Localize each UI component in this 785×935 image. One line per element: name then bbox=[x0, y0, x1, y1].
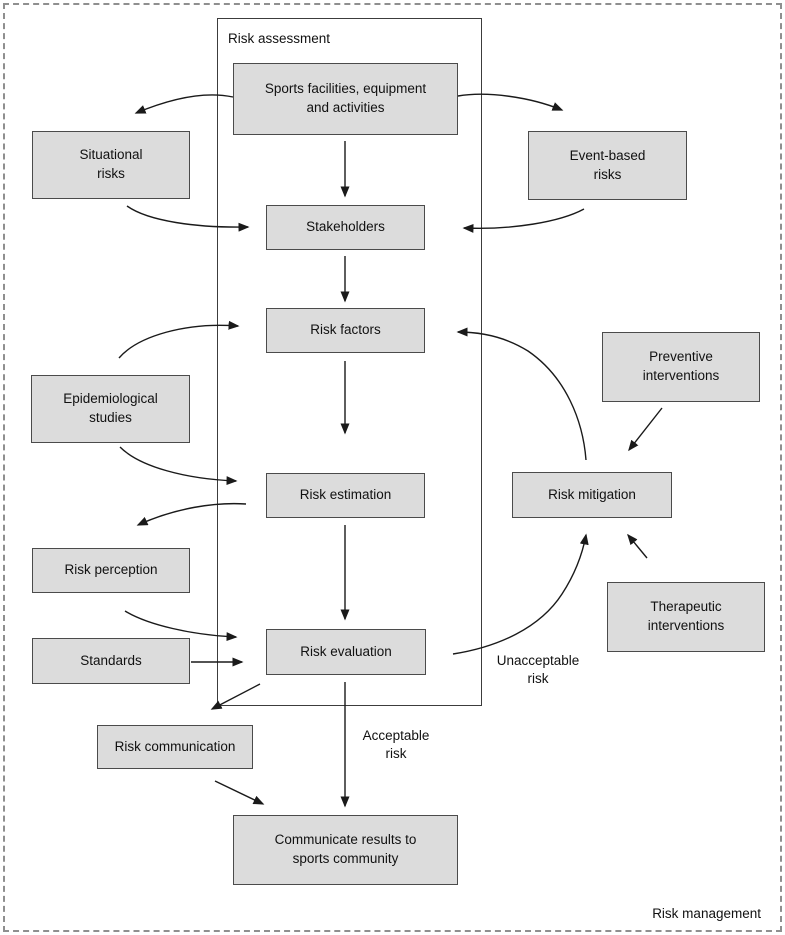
arrow-situational-to-stakeholders bbox=[126, 205, 250, 232]
arrow-risk-evaluation-unacceptable-to-mitigation bbox=[452, 533, 589, 655]
arrow-risk-estimation-to-risk-perception bbox=[136, 502, 247, 526]
arrow-sports-to-situational bbox=[134, 94, 234, 114]
risk-assessment-boundary bbox=[217, 18, 482, 706]
node-communicate-results: Communicate results to sports community bbox=[233, 815, 458, 885]
node-risk-mitigation: Risk mitigation bbox=[512, 472, 672, 518]
arrow-epidemiological-to-risk-factors bbox=[118, 320, 240, 359]
node-risk-estimation: Risk estimation bbox=[266, 473, 425, 518]
node-preventive-interventions: Preventive interventions bbox=[602, 332, 760, 402]
risk-management-label: Risk management bbox=[652, 906, 761, 921]
arrow-risk-evaluation-to-risk-communication bbox=[210, 683, 261, 710]
node-risk-factors: Risk factors bbox=[266, 308, 425, 353]
arrow-event-based-to-stakeholders bbox=[462, 208, 585, 233]
arrow-epidemiological-to-risk-estimation bbox=[119, 446, 238, 486]
node-situational-risks: Situational risks bbox=[32, 131, 190, 199]
node-stakeholders: Stakeholders bbox=[266, 205, 425, 250]
node-risk-evaluation: Risk evaluation bbox=[266, 629, 426, 675]
arrow-sports-to-event-based bbox=[457, 93, 564, 111]
arrow-therapeutic-to-risk-mitigation bbox=[627, 533, 648, 559]
node-event-based-risks: Event-based risks bbox=[528, 131, 687, 200]
arrow-risk-mitigation-to-risk-factors bbox=[456, 327, 587, 461]
acceptable-risk-label: Acceptable risk bbox=[362, 728, 430, 761]
node-standards: Standards bbox=[32, 638, 190, 684]
arrow-risk-communication-to-communicate bbox=[214, 780, 265, 805]
node-risk-perception: Risk perception bbox=[32, 548, 190, 593]
risk-assessment-label: Risk assessment bbox=[228, 31, 331, 46]
arrow-preventive-to-risk-mitigation bbox=[628, 407, 663, 452]
unacceptable-risk-label: Unacceptable risk bbox=[496, 653, 580, 686]
risk-management-boundary bbox=[3, 3, 782, 932]
node-sports-facilities: Sports facilities, equipment and activit… bbox=[233, 63, 458, 135]
node-risk-communication: Risk communication bbox=[97, 725, 253, 769]
node-epidemiological-studies: Epidemiological studies bbox=[31, 375, 190, 443]
node-therapeutic-interventions: Therapeutic interventions bbox=[607, 582, 765, 652]
arrow-risk-perception-to-risk-evaluation bbox=[124, 610, 238, 642]
